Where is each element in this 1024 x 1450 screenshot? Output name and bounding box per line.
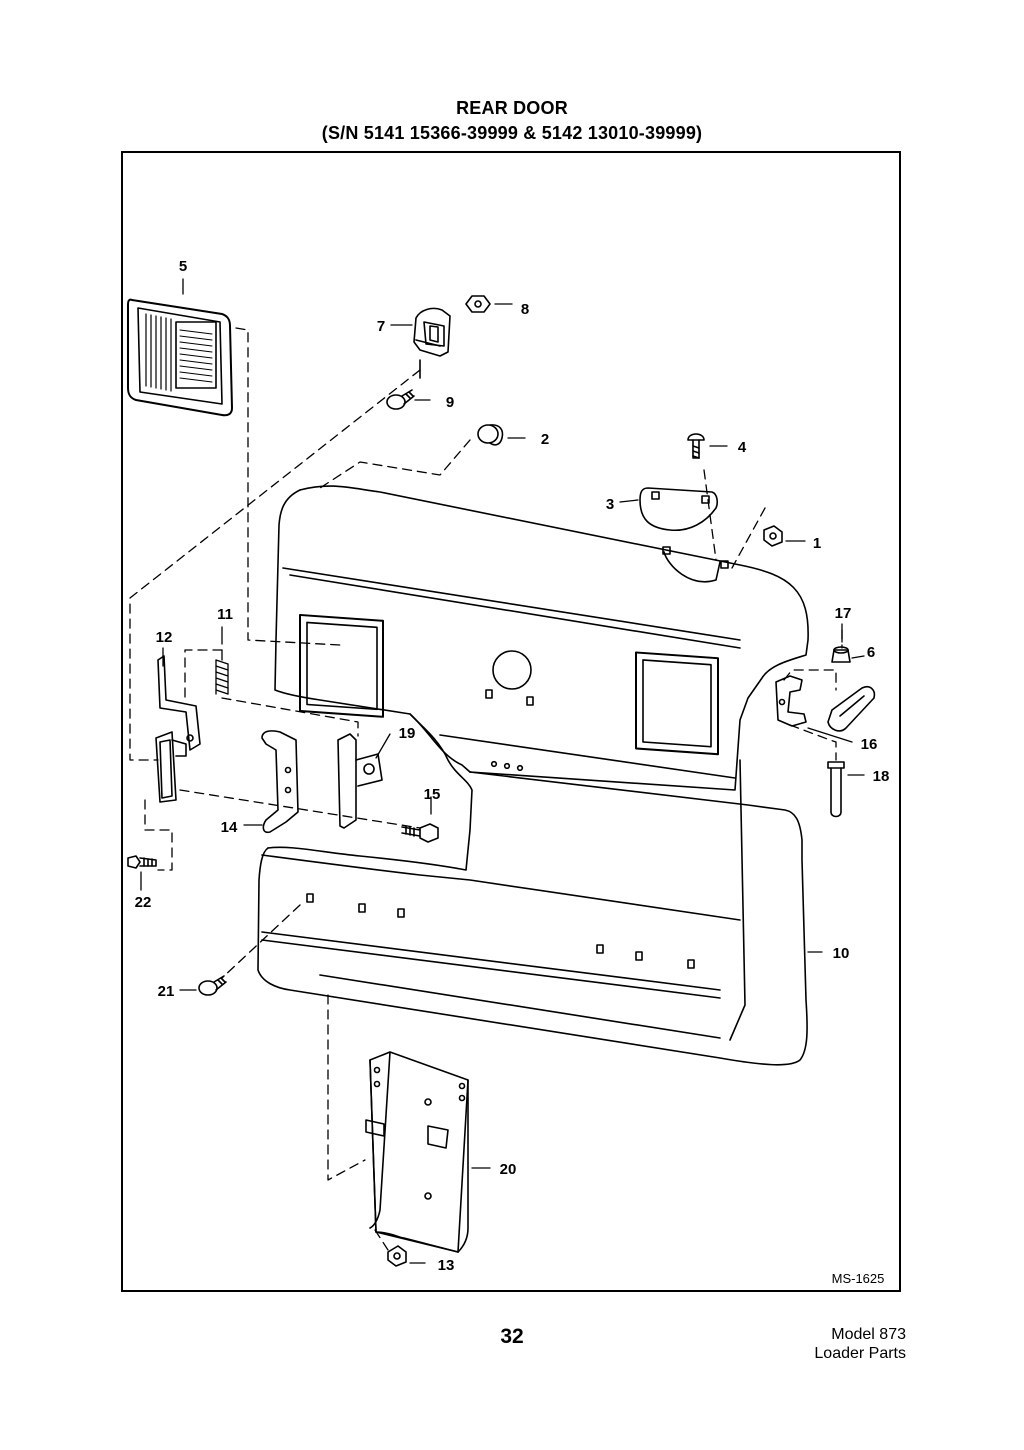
callout-18: 18: [873, 768, 890, 785]
latch-body: [155, 731, 187, 803]
pivot-pin-18: [827, 761, 845, 818]
assembly-lines: [129, 327, 843, 1251]
hex-nut-8: [465, 295, 491, 313]
drawing-code: MS-1625: [832, 1271, 885, 1286]
callout-8: 8: [521, 301, 529, 318]
callout-17: 17: [835, 605, 852, 622]
latch-bracket-12: [157, 655, 201, 751]
callout-21: 21: [158, 983, 175, 1000]
callout-13: 13: [438, 1257, 455, 1274]
callout-5: 5: [179, 258, 187, 275]
hex-nut-13: [387, 1245, 407, 1267]
callout-2: 2: [541, 431, 549, 448]
latch-19: [337, 733, 383, 829]
callout-11: 11: [217, 606, 233, 623]
callout-22: 22: [135, 894, 152, 911]
callout-16: 16: [861, 736, 878, 753]
rear-door-panel: [257, 485, 809, 1066]
striker-bracket-16: [775, 675, 807, 727]
callout-numbers: 5 7 8 9 2 4 3 1 17 6 16 18 11 12 19 15 1…: [135, 258, 890, 1286]
cover-plate-3: [639, 487, 718, 532]
hex-bolt-22: [127, 855, 157, 869]
hex-nut-1: [763, 525, 783, 547]
diagram-frame: [121, 151, 901, 1292]
carriage-bolt-9: [386, 389, 415, 410]
callout-4: 4: [738, 439, 747, 456]
model-name: Model 873: [831, 1326, 906, 1343]
page-title: REAR DOOR: [456, 98, 568, 118]
callout-12: 12: [156, 629, 173, 646]
manual-name: Loader Parts: [814, 1345, 906, 1362]
latch-catch: [413, 307, 451, 379]
callout-19: 19: [399, 725, 416, 742]
page-number: 32: [500, 1325, 524, 1348]
serial-range-subtitle: (S/N 5141 15366-39999 & 5142 13010-39999…: [321, 123, 703, 143]
callout-1: 1: [813, 535, 821, 552]
shield-plate-20: [365, 1051, 469, 1253]
callout-9: 9: [446, 394, 454, 411]
carriage-bolt-21: [198, 975, 227, 996]
model-info: Model 873 Loader Parts: [814, 1325, 906, 1363]
carriage-bolt-4: [687, 433, 705, 459]
hex-nut-17: [831, 646, 851, 663]
callout-3: 3: [606, 496, 614, 513]
rubber-bumper-2: [477, 424, 504, 446]
vent-grille: [127, 298, 233, 417]
hex-bolt-15: [401, 823, 439, 843]
spring-11: [215, 649, 229, 695]
callout-leaders: [140, 278, 865, 1264]
callout-6: 6: [867, 644, 875, 661]
callout-14: 14: [221, 819, 238, 836]
callout-15: 15: [424, 786, 441, 803]
latch-handle-14: [261, 730, 299, 834]
latch-plate-6: [827, 685, 876, 732]
callout-10: 10: [833, 945, 850, 962]
callout-20: 20: [500, 1161, 517, 1178]
callout-7: 7: [377, 318, 385, 335]
